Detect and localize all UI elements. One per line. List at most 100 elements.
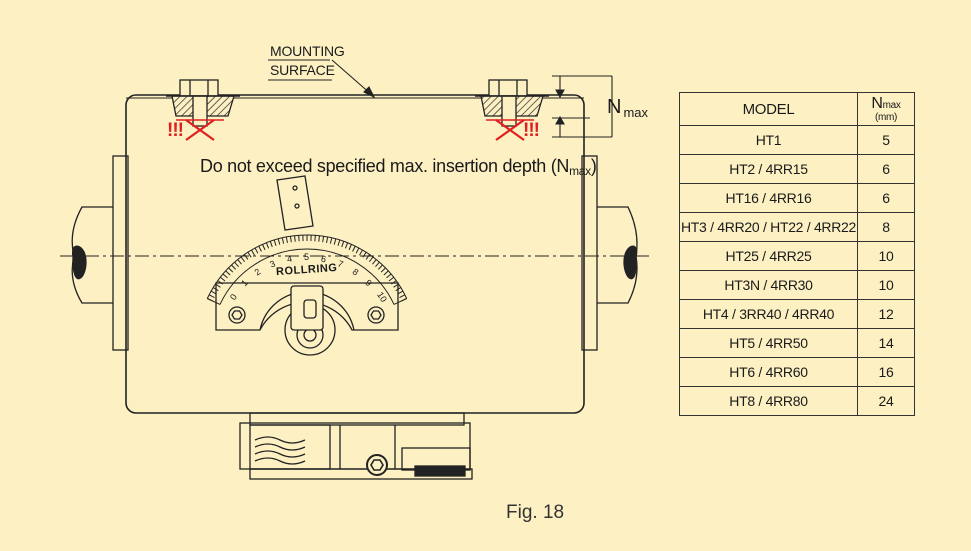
insertion-depth-warning: Do not exceed specified max. insertion d… bbox=[200, 156, 597, 178]
scale-tick bbox=[372, 259, 377, 265]
scale-tick bbox=[251, 249, 255, 256]
scale-tick bbox=[281, 237, 285, 244]
header-n-sub: max bbox=[882, 100, 901, 111]
cell-model: HT5 / 4RR50 bbox=[679, 328, 858, 358]
scale-tick bbox=[368, 256, 374, 263]
nmax-dimension bbox=[552, 75, 613, 138]
cell-nmax: 16 bbox=[857, 357, 915, 387]
scale-tick bbox=[269, 241, 273, 248]
header-nmax: Nmax (mm) bbox=[857, 92, 915, 126]
cell-model: HT8 / 4RR80 bbox=[679, 386, 858, 416]
scale-tick bbox=[348, 244, 352, 251]
cell-model: HT6 / 4RR60 bbox=[679, 357, 858, 387]
scale-tick bbox=[277, 238, 281, 245]
scale-tick bbox=[225, 270, 231, 276]
cell-model: HT3N / 4RR30 bbox=[679, 270, 858, 300]
scale-tick bbox=[375, 261, 380, 268]
scale-tick bbox=[231, 264, 236, 270]
scale-tick bbox=[262, 244, 266, 251]
pointer-plate bbox=[276, 175, 314, 231]
warning-text: Do not exceed specified max. insertion d… bbox=[200, 156, 570, 176]
figure-caption: Fig. 18 bbox=[506, 502, 565, 523]
scale-tick bbox=[326, 236, 329, 243]
scale-tick bbox=[237, 259, 242, 265]
scale-tick bbox=[388, 276, 394, 282]
scale-tick bbox=[234, 261, 239, 268]
scale-tick bbox=[240, 256, 246, 263]
scale-tick bbox=[352, 245, 356, 252]
scale-tick bbox=[222, 273, 228, 279]
cell-nmax: 14 bbox=[857, 328, 915, 358]
scale-tick bbox=[355, 247, 360, 254]
right-mounting-bolt bbox=[475, 79, 549, 127]
cell-model: HT4 / 3RR40 / 4RR40 bbox=[679, 299, 858, 329]
table-header-row: MODEL Nmax (mm) bbox=[679, 92, 915, 126]
scale-tick bbox=[329, 237, 333, 244]
right-shaft bbox=[581, 155, 638, 351]
scale-tick bbox=[289, 236, 292, 243]
adjust-sector bbox=[215, 282, 399, 356]
scale-tick bbox=[265, 242, 270, 249]
right-depth-warning bbox=[486, 119, 534, 141]
cell-model: HT16 / 4RR16 bbox=[679, 183, 858, 213]
cell-model: HT1 bbox=[679, 125, 858, 155]
cell-model: HT2 / 4RR15 bbox=[679, 154, 858, 184]
warning-sub: max bbox=[569, 164, 591, 178]
scale-tick bbox=[322, 236, 325, 243]
scale-tick bbox=[337, 239, 341, 246]
scale-tick bbox=[362, 251, 367, 258]
scale-tick bbox=[344, 242, 349, 249]
right-warning-marks: !!! bbox=[523, 120, 540, 141]
mounting-label-line2: SURFACE bbox=[270, 62, 335, 78]
scale-tick bbox=[399, 294, 406, 298]
cell-model: HT3 / 4RR20 / HT22 / 4RR22 bbox=[679, 212, 858, 242]
mounting-surface-leader bbox=[268, 59, 376, 99]
cell-nmax: 6 bbox=[857, 183, 915, 213]
cell-nmax: 12 bbox=[857, 299, 915, 329]
scale-tick bbox=[383, 270, 389, 276]
warning-end: ) bbox=[590, 156, 597, 176]
cell-model: HT25 / 4RR25 bbox=[679, 241, 858, 271]
scale-tick bbox=[254, 247, 259, 254]
cell-nmax: 10 bbox=[857, 270, 915, 300]
scale-tick bbox=[380, 267, 386, 273]
header-model: MODEL bbox=[679, 92, 858, 126]
main-housing bbox=[125, 94, 585, 414]
cell-nmax: 10 bbox=[857, 241, 915, 271]
scale-tick bbox=[285, 236, 288, 243]
cell-nmax: 24 bbox=[857, 386, 915, 416]
scale-tick bbox=[258, 245, 262, 252]
cell-nmax: 5 bbox=[857, 125, 915, 155]
mounting-label-line1: MOUNTING bbox=[270, 43, 345, 59]
cell-nmax: 8 bbox=[857, 212, 915, 242]
base-assembly bbox=[239, 412, 473, 480]
left-shaft bbox=[71, 155, 129, 351]
scale-tick bbox=[220, 276, 226, 282]
scale-tick bbox=[208, 294, 215, 298]
scale-tick bbox=[294, 235, 296, 242]
header-n: N bbox=[871, 95, 883, 112]
left-mounting-bolt bbox=[166, 79, 240, 127]
scale-tick bbox=[244, 254, 249, 260]
scale-tick bbox=[318, 235, 320, 242]
nmax-label-main: N bbox=[607, 96, 622, 118]
scale-tick bbox=[333, 238, 337, 245]
mounting-surface-label: MOUNTING SURFACE bbox=[270, 42, 345, 80]
header-unit: (mm) bbox=[874, 112, 898, 123]
scale-tick bbox=[247, 251, 252, 258]
scale-tick bbox=[365, 254, 370, 260]
scale-tick-label: 5 bbox=[304, 252, 310, 262]
scale-tick bbox=[228, 267, 234, 273]
